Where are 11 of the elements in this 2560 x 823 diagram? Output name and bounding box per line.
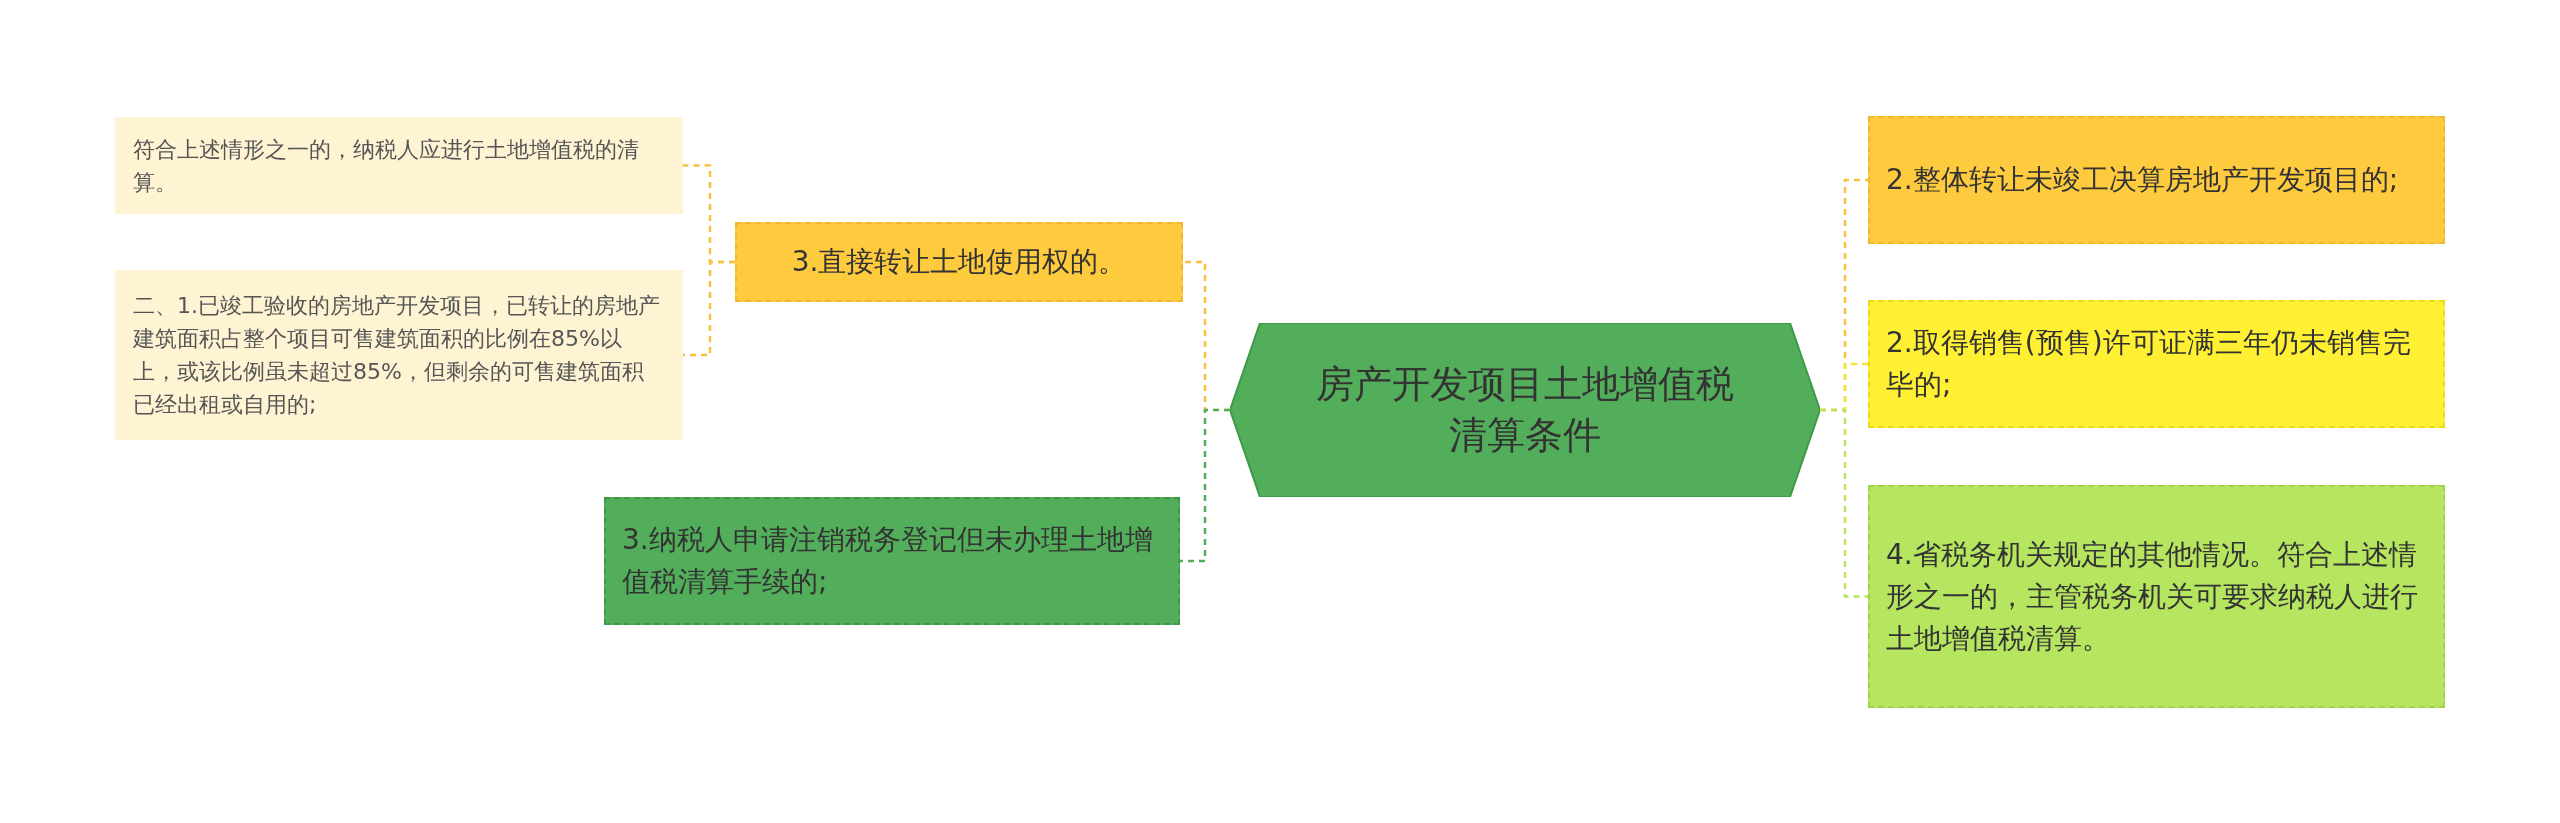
note-box: 二、1.已竣工验收的房地产开发项目，已转让的房地产建筑面积占整个项目可售建筑面积的比例在85%以上，或该比例虽未超过85%，但剩余的可售建筑面积已经出租或自用的;: [115, 270, 683, 440]
topic-box: 2.整体转让未竣工决算房地产开发项目的;: [1868, 116, 2445, 244]
connector-line: [683, 260, 735, 357]
connector-line: [1820, 408, 1868, 598]
topic-box: 3.直接转让土地使用权的。: [735, 222, 1183, 302]
central-topic: 房产开发项目土地增值税清算条件: [1230, 323, 1820, 497]
topic-box: 4.省税务机关规定的其他情况。符合上述情形之一的，主管税务机关可要求纳税人进行土地增值税清算。: [1868, 485, 2445, 708]
topic-box: 2.取得销售(预售)许可证满三年仍未销售完毕的;: [1868, 300, 2445, 428]
topic-box: 3.纳税人申请注销税务登记但未办理土地增值税清算手续的;: [604, 497, 1180, 625]
connector-line: [1180, 408, 1230, 563]
note-box: 符合上述情形之一的，纳税人应进行土地增值税的清算。: [115, 117, 683, 214]
